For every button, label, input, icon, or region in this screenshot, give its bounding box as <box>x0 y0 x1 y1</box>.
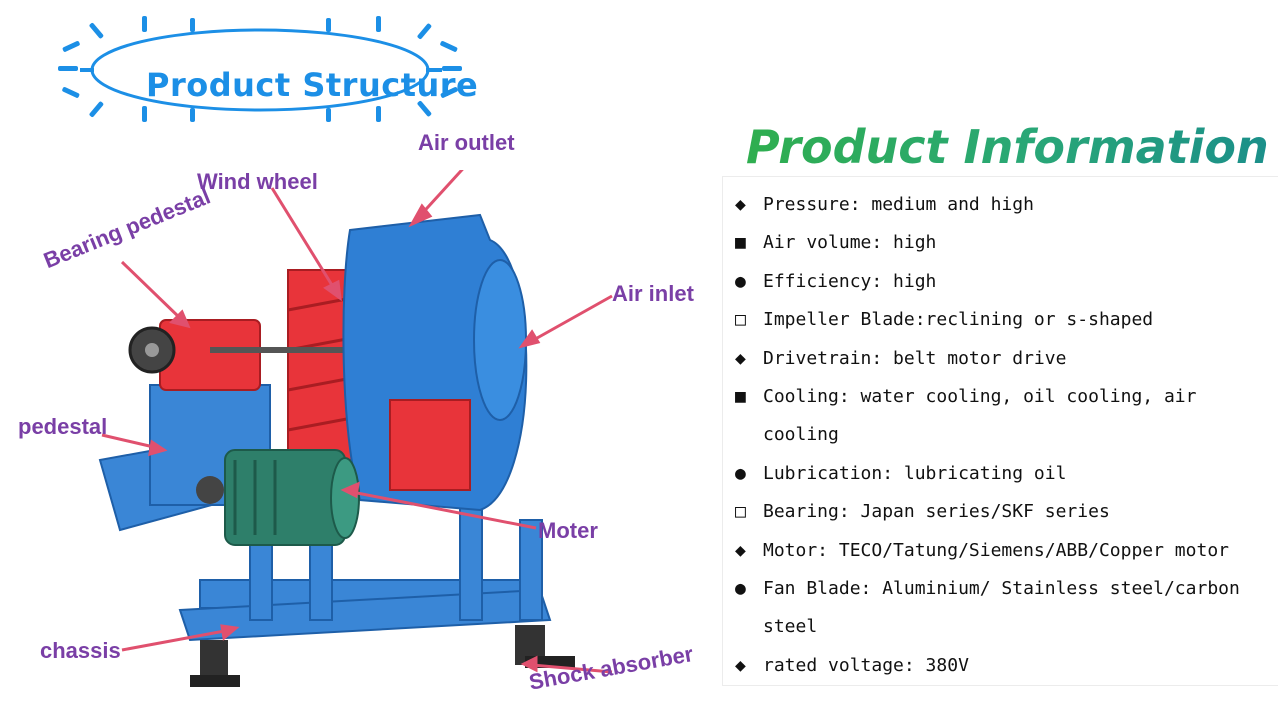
centrifugal-fan-illustration <box>98 148 613 687</box>
volute-casing-shape <box>342 213 528 512</box>
info-item: □ Bearing: Japan series/SKF series <box>735 493 1265 531</box>
info-item: ● Efficiency: high <box>735 263 1265 301</box>
bearing-pedestal-shape <box>128 319 261 391</box>
info-title: Product Information <box>746 120 1269 174</box>
info-item: ● Fan Blade: Aluminium/ Stainless steel/… <box>735 570 1265 646</box>
label-air-outlet: Air outlet <box>418 130 515 155</box>
hollow-square-bullet-icon: □ <box>735 501 746 522</box>
info-item-text: Bearing: Japan series/SKF series <box>763 501 1110 522</box>
diamond-bullet-icon: ◆ <box>735 540 746 561</box>
info-item-text: Drivetrain: belt motor drive <box>763 348 1067 369</box>
info-panel: ◆ Pressure: medium and high ■ Air volume… <box>722 176 1278 686</box>
circle-bullet-icon: ● <box>735 463 746 484</box>
info-item: ■ Cooling: water cooling, oil cooling, a… <box>735 378 1265 454</box>
callout-arrows <box>101 148 613 674</box>
info-item: ◆ rated voltage: 380V <box>735 647 1265 685</box>
label-moter: Moter <box>538 518 598 543</box>
label-wind-wheel: Wind wheel <box>197 169 318 194</box>
info-item-text: Pressure: medium and high <box>763 194 1034 215</box>
info-item: □ Impeller Blade:reclining or s-shaped <box>735 301 1265 339</box>
square-bullet-icon: ■ <box>735 232 746 253</box>
fan-structure-figure <box>60 148 620 720</box>
info-item: ◆ Pressure: medium and high <box>735 186 1265 224</box>
product-structure-badge: Product Structure <box>50 14 478 124</box>
info-item-text: Impeller Blade:reclining or s-shaped <box>763 309 1154 330</box>
circle-bullet-icon: ● <box>735 271 746 292</box>
info-item-text: rated voltage: 380V <box>763 655 969 676</box>
info-item-text: Efficiency: high <box>763 271 937 292</box>
motor-shape <box>196 449 360 546</box>
diamond-bullet-icon: ◆ <box>735 655 746 676</box>
info-item-text: Motor: TECO/Tatung/Siemens/ABB/Copper mo… <box>763 540 1229 561</box>
badge-sunburst-icon <box>58 16 462 122</box>
badge-title: Product Structure <box>146 66 479 104</box>
info-item-text: Air volume: high <box>763 232 937 253</box>
label-chassis: chassis <box>40 638 121 663</box>
info-item: ● Lubrication: lubricating oil <box>735 455 1265 493</box>
hollow-square-bullet-icon: □ <box>735 309 746 330</box>
diamond-bullet-icon: ◆ <box>735 194 746 215</box>
label-pedestal: pedestal <box>18 414 108 439</box>
info-item-text: Cooling: water cooling, oil cooling, air… <box>763 386 1197 445</box>
square-bullet-icon: ■ <box>735 386 746 407</box>
label-air-inlet: Air inlet <box>612 281 694 306</box>
info-item-text: Fan Blade: Aluminium/ Stainless steel/ca… <box>763 578 1240 637</box>
circle-bullet-icon: ● <box>735 578 746 599</box>
info-item: ■ Air volume: high <box>735 224 1265 262</box>
info-item-text: Lubrication: lubricating oil <box>763 463 1067 484</box>
info-item: ◆ Drivetrain: belt motor drive <box>735 340 1265 378</box>
info-item: ◆ Motor: TECO/Tatung/Siemens/ABB/Copper … <box>735 532 1265 570</box>
diamond-bullet-icon: ◆ <box>735 348 746 369</box>
